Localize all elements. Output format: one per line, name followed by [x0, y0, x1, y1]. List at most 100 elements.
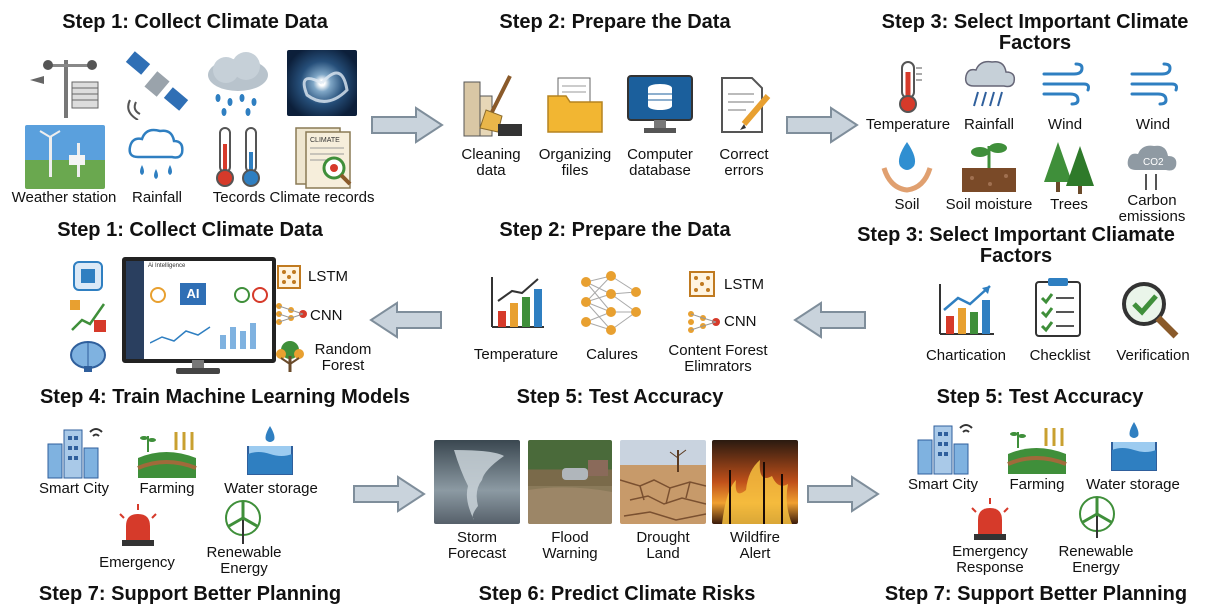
step5-title-mid: Step 5: Test Accuracy: [516, 386, 724, 408]
step2-title-mid: Step 2: Prepare the Data: [499, 219, 731, 241]
storm-forecast-label: Storm Forecast: [430, 530, 524, 562]
smart-city-icon: [917, 424, 973, 475]
random-forest-label: Random Forest: [308, 342, 378, 374]
weather-station-label: Weather station: [11, 189, 117, 206]
temperature-label: Temperature: [865, 116, 951, 133]
step4-title: Step 4: Train Machine Learning Models: [39, 386, 411, 408]
rain-cloud-icon: [208, 52, 268, 116]
drought-line1: Drought: [636, 529, 690, 546]
cnn-label-mid: CNN: [724, 313, 757, 330]
weather-station-photo: [25, 125, 105, 189]
correct-errors-icon: [721, 77, 771, 133]
emergency-label: Emergency: [99, 554, 175, 571]
step2-title-top: Step 2: Prepare the Data: [499, 11, 731, 33]
gauge-icon: [150, 287, 166, 303]
verification-label: Verification: [1116, 347, 1190, 364]
folder-files-icon: [547, 77, 603, 133]
weather-station-icon: [30, 60, 99, 118]
arrow-right-icon: [371, 106, 444, 144]
gauge-icon: [252, 287, 268, 303]
correct-line1: Correct: [719, 146, 769, 163]
step3-title-mid: Step 3: Select Important Cliamate Factor…: [857, 224, 1175, 267]
step1-title-mid: Step 1: Collect Climate Data: [57, 219, 323, 241]
step7-title-right: Step 7: Support Better Planning: [884, 583, 1188, 605]
trees-icon: [1044, 142, 1094, 194]
wildfire-line1: Wildfire: [729, 529, 780, 546]
drought-line2: Land: [646, 545, 680, 562]
renewable-right-line1: Renewable: [1058, 543, 1134, 560]
flood-line1: Flood: [551, 529, 589, 546]
climate-records-label: Climate records: [269, 189, 375, 206]
thermometers-icon: [216, 127, 260, 187]
temperature-mid-label: Temperature: [473, 346, 559, 363]
arrow-right-icon: [353, 475, 426, 513]
carbon-line1: Carbon: [1127, 192, 1177, 209]
flood-line2: Warning: [542, 545, 598, 562]
step5-title-right: Step 5: Test Accuracy: [936, 386, 1144, 408]
renewable-line2: Energy: [220, 560, 268, 577]
rainfall-cloud-icon: [128, 128, 184, 179]
water-storage-icon: [1111, 422, 1157, 471]
wind-label-2: Wind: [1135, 116, 1171, 133]
satellite-icon: [125, 51, 189, 120]
growth-network-icon: [70, 300, 106, 332]
lstm-label: LSTM: [308, 268, 349, 285]
calures-label: Calures: [586, 346, 638, 363]
neural-network-icon: [581, 271, 641, 335]
organizing-line2: files: [561, 162, 589, 179]
rainfall-icon: [964, 60, 1016, 107]
water-storage-right-label: Water storage: [1086, 476, 1180, 493]
cnn-network-icon: [688, 311, 720, 333]
emergency-siren-icon: [971, 498, 1009, 540]
organizing-line1: Organizing: [538, 146, 612, 163]
smart-city-right-label: Smart City: [907, 476, 978, 493]
computer-line2: database: [629, 162, 691, 179]
climate-doc-text: CLIMATE: [310, 137, 340, 144]
step6-title: Step 6: Predict Climate Risks: [478, 583, 756, 605]
checklist-icon: [1035, 278, 1081, 337]
lstm-label-mid: LSTM: [724, 276, 765, 293]
cnn-label: CNN: [310, 307, 343, 324]
correct-line2: errors: [724, 162, 764, 179]
computer-line1: Computer: [627, 146, 693, 163]
emergency-siren-icon: [119, 504, 157, 546]
wind-turbine-icon: [1079, 496, 1115, 538]
temperature-chart-icon: [491, 277, 544, 328]
chartication-icon: [939, 284, 994, 335]
storm-line2: Forecast: [447, 545, 507, 562]
cleaning-line2: data: [476, 162, 506, 179]
broom-cleaning-icon: [463, 75, 522, 137]
arrow-right-icon: [786, 106, 859, 144]
soil-label: Soil: [894, 196, 920, 213]
correct-errors-label: Correct errors: [708, 147, 780, 179]
wind-icon: [1042, 62, 1090, 106]
emergency-line2: Response: [956, 559, 1024, 576]
content-forest-line2: Elimrators: [684, 358, 752, 375]
lstm-network-icon: [277, 265, 301, 289]
chip-icon: [73, 261, 103, 291]
tecords-label: Tecords: [212, 189, 266, 206]
wind-label-1: Wind: [1047, 116, 1083, 133]
random-line1: Random: [314, 341, 372, 358]
arrow-left-icon: [793, 301, 866, 339]
checklist-label: Checklist: [1029, 347, 1091, 364]
content-forest-label: Content Forest Elimrators: [656, 343, 780, 375]
renewable-line1: Renewable: [206, 544, 282, 561]
gauge-icon: [234, 287, 250, 303]
brain-icon: [70, 341, 106, 372]
cleaning-data-label: Cleaning data: [452, 147, 530, 179]
emergency-line1: Emergency: [952, 543, 1028, 560]
smart-city-icon: [47, 428, 103, 479]
monitor-stand-icon: [176, 360, 220, 374]
step7-title-left: Step 7: Support Better Planning: [38, 583, 342, 605]
wildfire-line2: Alert: [739, 545, 771, 562]
farming-right-label: Farming: [1009, 476, 1065, 493]
renewable-energy-label: Renewable Energy: [196, 545, 292, 577]
storm-forecast-image: [434, 440, 520, 524]
rainfall-factor-label: Rainfall: [963, 116, 1015, 133]
carbon-emissions-icon: CO2: [1127, 145, 1177, 190]
carbon-emissions-label: Carbon emissions: [1110, 193, 1194, 225]
flood-warning-image: [528, 440, 612, 524]
computer-database-label: Computer database: [620, 147, 700, 179]
step3-title-top: Step 3: Select Important Climate Factors: [860, 12, 1207, 54]
